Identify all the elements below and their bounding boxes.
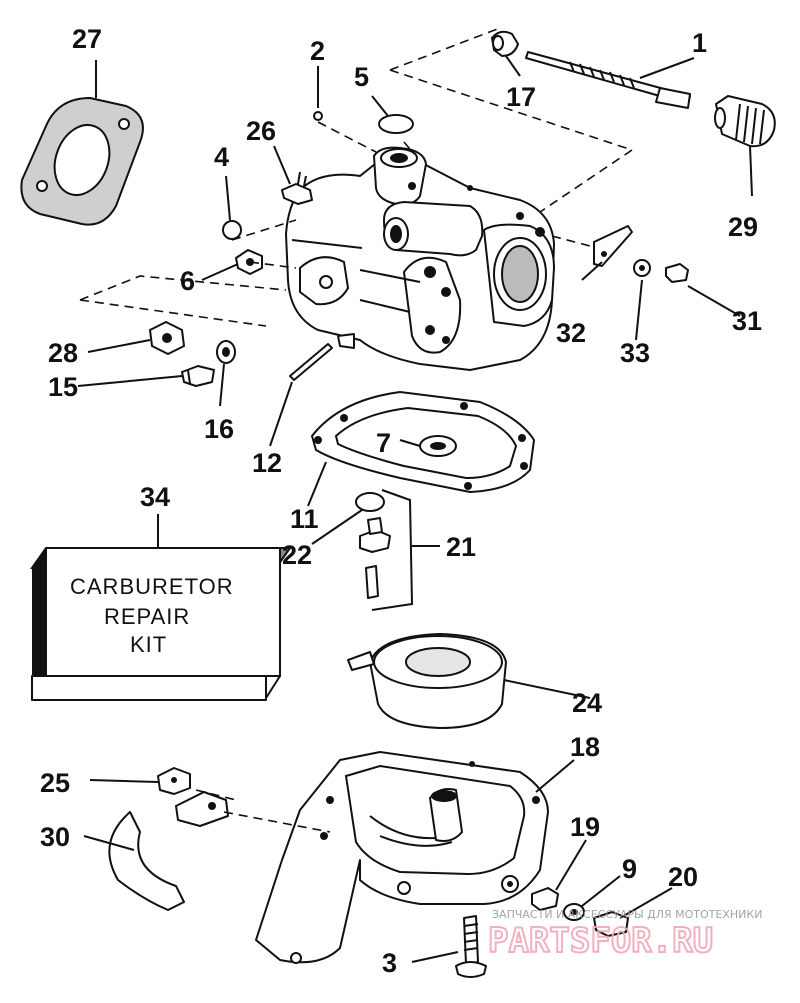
callout-22: 22 <box>282 540 312 570</box>
callout-5: 5 <box>354 62 369 92</box>
watermark-brand: PARTSFOR.RU <box>488 921 713 961</box>
callout-4: 4 <box>214 142 229 172</box>
lockwasher-33 <box>633 259 651 277</box>
callout-1: 1 <box>692 28 707 58</box>
clamp-30 <box>108 791 229 911</box>
kit-line-2: REPAIR <box>104 604 190 629</box>
callout-33: 33 <box>620 338 650 368</box>
needle-and-seat-21 <box>359 489 414 611</box>
nut-28 <box>149 321 185 355</box>
carburetor-repair-kit-34 <box>30 547 292 701</box>
check-ball-4 <box>222 220 242 240</box>
callout-19: 19 <box>570 812 600 842</box>
screw-15 <box>181 365 215 387</box>
float-chamber-18 <box>255 751 549 964</box>
washer-16 <box>216 340 236 364</box>
callout-3: 3 <box>382 948 397 978</box>
callout-18: 18 <box>570 732 600 762</box>
callout-32: 32 <box>556 318 586 348</box>
washer-6 <box>235 249 263 275</box>
repair-kit-label: CARBURETOR REPAIR KIT <box>70 574 234 657</box>
gasket-9 <box>563 903 585 921</box>
check-ball-2 <box>313 111 323 121</box>
callout-31: 31 <box>732 306 762 336</box>
jet-19 <box>531 887 559 911</box>
callout-labels: 27 1 2 5 17 26 4 29 6 32 33 31 28 15 16 … <box>40 24 762 978</box>
screw-25 <box>157 767 191 795</box>
knob-29 <box>714 95 776 148</box>
needle-valve-1 <box>525 51 691 109</box>
callout-16: 16 <box>204 414 234 444</box>
callout-11: 11 <box>290 504 319 534</box>
callout-12: 12 <box>252 448 282 478</box>
callout-21: 21 <box>446 532 476 562</box>
carburetor-body <box>285 146 555 371</box>
retainer-7 <box>419 435 457 457</box>
callout-20: 20 <box>668 862 698 892</box>
callout-29: 29 <box>728 212 758 242</box>
packing-nut-17 <box>491 30 519 57</box>
callout-24: 24 <box>572 688 602 718</box>
watermark-tagline: ЗАПЧАСТИ И АКСЕССУАРЫ ДЛЯ МОТОТЕХНИКИ <box>492 908 762 921</box>
callout-17: 17 <box>506 82 536 112</box>
callout-30: 30 <box>40 822 70 852</box>
callout-28: 28 <box>48 338 78 368</box>
gasket-22 <box>355 492 385 512</box>
leader-lines <box>77 55 753 963</box>
callout-9-label: 9 <box>622 854 637 884</box>
callout-27: 27 <box>72 24 102 54</box>
callout-34: 34 <box>140 482 170 512</box>
watermark: ЗАПЧАСТИ И АКСЕССУАРЫ ДЛЯ МОТОТЕХНИКИ PA… <box>487 908 762 962</box>
plug-20 <box>593 911 629 937</box>
screw-3 <box>455 915 487 978</box>
kit-line-1: CARBURETOR <box>70 574 234 599</box>
alignment-lines <box>79 27 633 833</box>
screw-26 <box>281 171 313 205</box>
callout-15: 15 <box>48 372 78 402</box>
kit-line-3: KIT <box>130 632 167 657</box>
pin-12 <box>289 343 333 381</box>
callout-25: 25 <box>40 768 70 798</box>
callout-7: 7 <box>376 428 391 458</box>
callout-6: 6 <box>180 266 195 296</box>
bracket-32 <box>593 225 633 267</box>
screw-31 <box>665 263 689 283</box>
callout-2: 2 <box>310 36 325 66</box>
float-24 <box>347 633 507 729</box>
callout-26: 26 <box>246 116 276 146</box>
gasket-27 <box>20 97 144 226</box>
welch-plug-5 <box>378 114 414 134</box>
